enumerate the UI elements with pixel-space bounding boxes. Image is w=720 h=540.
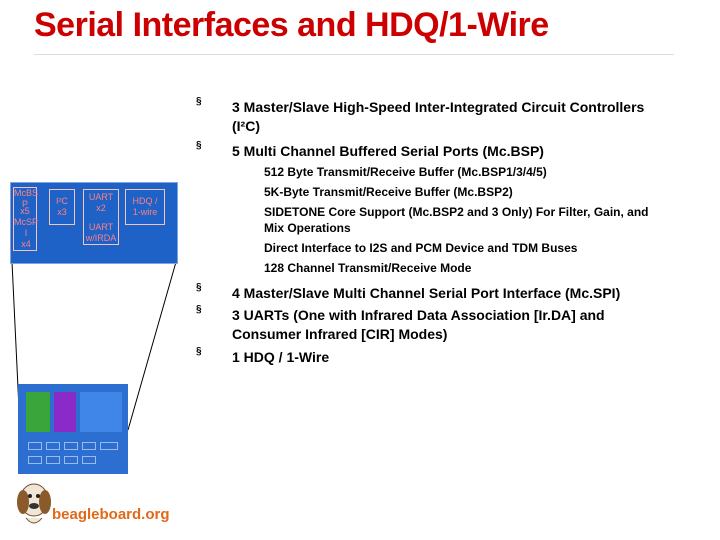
bullet-text-cont: (I²C) [232,118,260,134]
i2c-block: I²C x3 [49,189,75,225]
beagle-logo-icon [17,483,51,524]
mcbsp-block: McBS P x5 [13,187,39,251]
bullet-text: 3 Master/Slave High-Speed Inter-Integrat… [232,99,645,115]
mcbsp-label-1: McBS [14,188,39,198]
mcspi-label-1: McSP [13,217,38,227]
blue-block [80,392,122,432]
small-block [46,442,60,450]
uart-irda-label-2: w/IRDA [85,233,117,243]
small-block [64,456,78,464]
bullet-marker: § [196,96,202,107]
mcspi-label-3: x4 [21,239,31,249]
sub-item: 128 Channel Transmit/Receive Mode [264,261,472,275]
title-divider [34,54,674,55]
bullet-marker: § [196,346,202,357]
mcbsp-label-3: x5 [20,206,30,216]
bullet-text: 3 UARTs (One with Infrared Data Associat… [232,307,605,323]
bullet-marker: § [196,304,202,315]
purple-block [54,392,76,432]
uart-label-2: x2 [96,203,106,213]
small-block [82,456,96,464]
bullet-text: 4 Master/Slave Multi Channel Serial Port… [232,285,621,301]
uart-irda-label-1: UART [88,222,114,232]
hdq-label-2: 1-wire [132,207,158,217]
system-diagram [18,384,128,474]
mcbsp-label-2: P [21,199,28,209]
sub-item: 512 Byte Transmit/Receive Buffer (Mc.BSP… [264,165,547,179]
small-block [100,442,118,450]
slide-title: Serial Interfaces and HDQ/1-Wire [34,6,549,44]
sub-item: SIDETONE Core Support (Mc.BSP2 and 3 Onl… [264,205,649,219]
small-block [82,442,96,450]
mcspi-block: McSP I x4 [11,217,41,250]
chip-diagram: McBS P x5 McSP I x4 I²C x3 UART x2 UART … [10,182,178,264]
bullet-text-cont: Consumer Infrared [CIR] Modes) [232,326,448,342]
bullet-text: 1 HDQ / 1-Wire [232,349,330,365]
i2c-label-1: I²C [56,196,68,206]
bullet-marker: § [196,282,202,293]
small-block [28,442,42,450]
uart-block: UART x2 UART w/IRDA [83,189,119,245]
green-block [26,392,50,432]
small-block [28,456,42,464]
small-block [46,456,60,464]
logo-text: beagleboard.org [52,506,170,523]
hdq-label-1: HDQ / [132,196,158,206]
uart-label-1: UART [88,192,114,202]
hdq-block: HDQ / 1-wire [125,189,165,225]
sub-item: Direct Interface to I2S and PCM Device a… [264,241,578,255]
mcspi-label-2: I [24,228,28,238]
bullet-text: 5 Multi Channel Buffered Serial Ports (M… [232,143,544,159]
sub-item: 5K-Byte Transmit/Receive Buffer (Mc.BSP2… [264,185,513,199]
sub-item: Mix Operations [264,221,351,235]
small-block [64,442,78,450]
bullet-marker: § [196,140,202,151]
i2c-label-2: x3 [57,207,67,217]
